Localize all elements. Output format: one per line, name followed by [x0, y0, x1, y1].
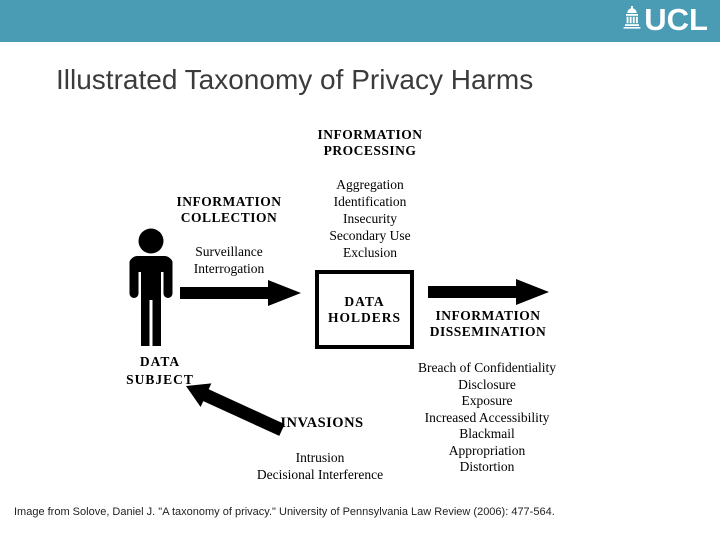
list-item: Insecurity — [343, 211, 397, 226]
group-title-invasions: INVASIONS — [280, 415, 364, 431]
ucl-portico-icon — [622, 6, 642, 35]
group-list-invasions: Intrusion Decisional Interference — [230, 449, 410, 483]
group-list-information-collection: Surveillance Interrogation — [159, 243, 299, 277]
list-item: Exclusion — [343, 245, 397, 260]
list-item: Aggregation — [336, 177, 404, 192]
list-item: Increased Accessibility — [424, 409, 550, 425]
group-list-information-dissemination: Breach of Confidentiality Disclosure Exp… — [377, 360, 597, 476]
node-data-holders: DATA HOLDERS — [315, 270, 414, 349]
group-title-information-collection: INFORMATION COLLECTION — [176, 194, 282, 225]
list-item: Decisional Interference — [256, 467, 384, 482]
person-icon — [129, 228, 173, 346]
image-credit-caption: Image from Solove, Daniel J. "A taxonomy… — [14, 506, 555, 518]
arrow-invasions-icon — [186, 383, 285, 436]
list-item: Distortion — [459, 459, 515, 474]
list-item: Secondary Use — [329, 228, 411, 243]
list-item: Breach of Confidentiality — [418, 360, 556, 375]
arrow-dissemination-icon — [428, 279, 549, 305]
group-title-information-dissemination: INFORMATION DISSEMINATION — [429, 308, 547, 339]
list-item: Surveillance — [195, 244, 263, 259]
list-item: Identification — [333, 194, 407, 209]
ucl-logo-text: UCL — [644, 2, 708, 37]
group-list-information-processing: Aggregation Identification Insecurity Se… — [300, 176, 440, 261]
list-item: Exposure — [461, 393, 513, 408]
list-item: Interrogation — [193, 261, 265, 276]
list-item: Appropriation — [448, 442, 526, 458]
ucl-logo: UCL — [622, 2, 708, 37]
group-title-information-processing: INFORMATION PROCESSING — [317, 127, 423, 158]
list-item: Intrusion — [295, 450, 345, 465]
list-item: Disclosure — [458, 376, 516, 392]
arrow-collection-icon — [180, 280, 301, 306]
header-bar: UCL — [0, 0, 720, 42]
page-title: Illustrated Taxonomy of Privacy Harms — [56, 64, 534, 95]
node-label-data-subject: DATA SUBJECT — [126, 354, 194, 387]
list-item: Blackmail — [459, 426, 515, 441]
